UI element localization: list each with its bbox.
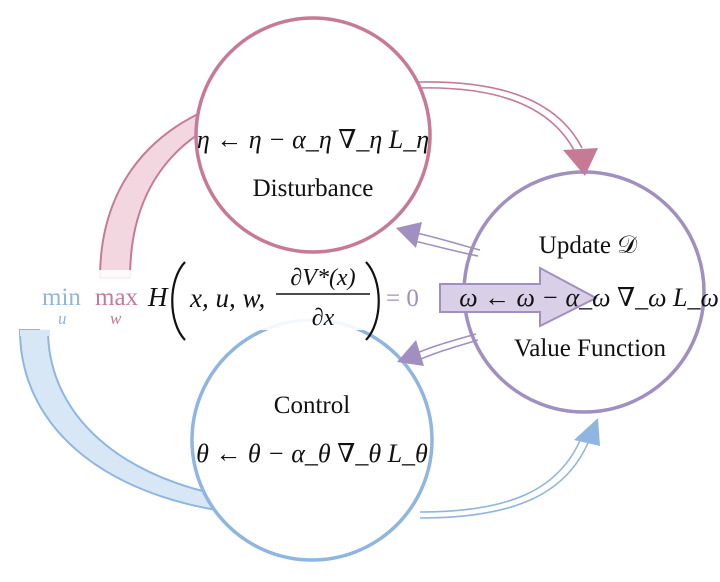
min-to-control-arrow-tail <box>20 330 50 336</box>
fraction-denominator: ∂x <box>312 305 335 331</box>
control-to-value-arrowhead <box>574 418 600 446</box>
disturbance-to-value-arrowhead <box>563 148 598 176</box>
max-operator: max <box>95 284 139 311</box>
disturbance-update-rule: η ← η − α_η ∇_η L_η <box>197 125 429 154</box>
value-to-disturbance-arrowhead <box>396 222 422 248</box>
disturbance-circle <box>194 16 432 254</box>
control-update-rule: θ ← θ − α_θ ∇_θ L_θ <box>196 439 428 468</box>
left-paren <box>171 261 186 341</box>
fraction-numerator: ∂V*(x) <box>290 265 355 291</box>
value-function-label: Value Function <box>514 335 667 362</box>
right-paren <box>365 261 380 341</box>
value-to-control-arrowhead <box>397 340 424 366</box>
equation-to-value-arrow <box>439 266 599 328</box>
hamiltonian-symbol: H <box>147 282 169 312</box>
equation-rhs: = 0 <box>386 285 419 312</box>
min-subscript: u <box>58 309 67 328</box>
control-to-value-arrow <box>419 435 591 519</box>
control-label: Control <box>274 392 350 419</box>
hamiltonian-args: x, u, w, <box>189 283 265 313</box>
disturbance-label: Disturbance <box>253 175 374 202</box>
value-function-update-rule: ω ← ω − α_ω ∇_ω L_ω <box>459 283 719 312</box>
min-operator: min <box>42 284 81 311</box>
value-function-title: Update 𝒟 <box>539 232 637 259</box>
equation-background <box>40 270 435 330</box>
max-subscript: w <box>110 309 122 328</box>
disturbance-to-value-arrow <box>417 81 583 151</box>
